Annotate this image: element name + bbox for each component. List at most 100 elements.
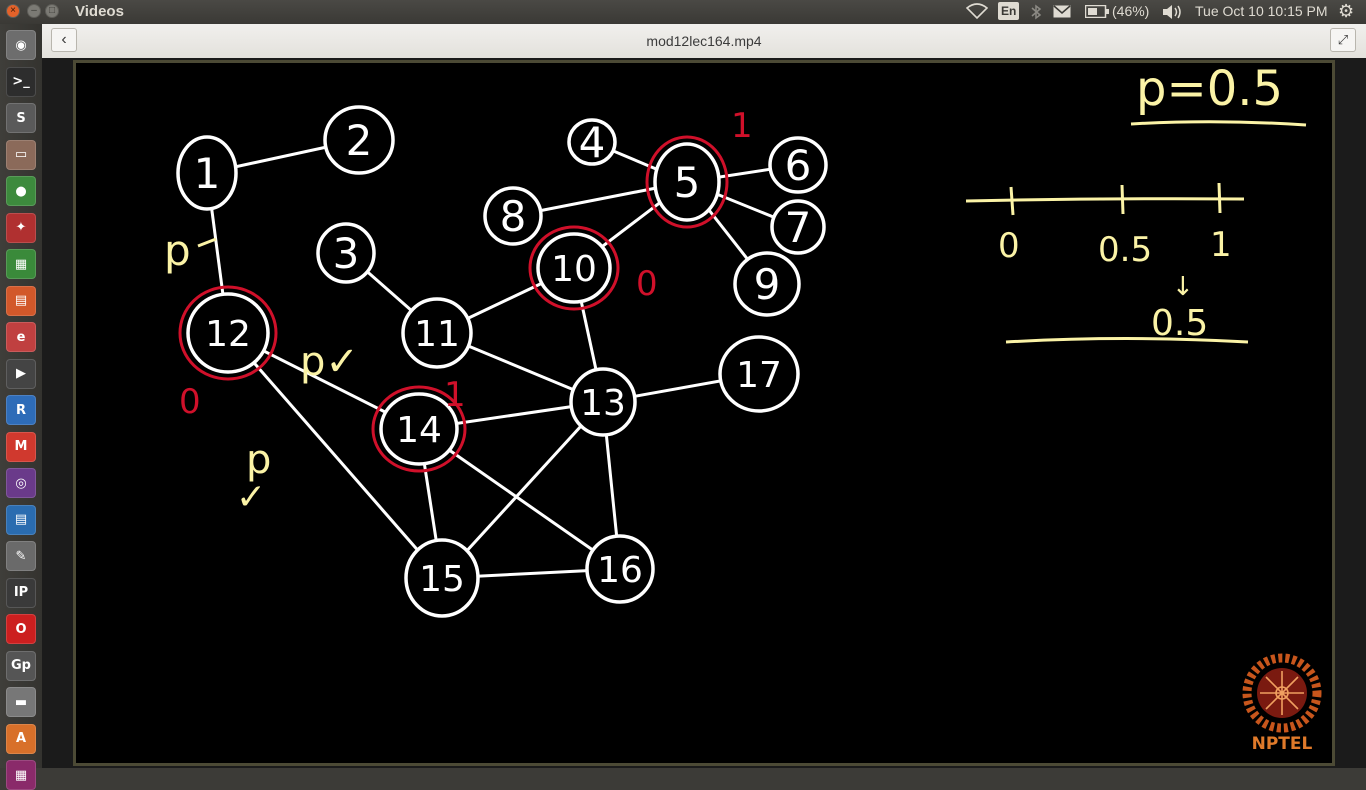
terminal-icon[interactable]: >_ bbox=[6, 66, 36, 97]
battery-icon[interactable] bbox=[1084, 4, 1109, 21]
node-4: 4 bbox=[567, 118, 617, 167]
node-label: 17 bbox=[736, 355, 782, 396]
yellow-mark-3: ✓ bbox=[236, 477, 266, 518]
red-mark-14: 1 bbox=[444, 375, 466, 415]
node-14-red-circle bbox=[371, 385, 467, 473]
node-label: 5 bbox=[674, 158, 701, 207]
node-label: 13 bbox=[580, 383, 626, 424]
node-label: 4 bbox=[579, 118, 606, 167]
maximize-window-button[interactable]: □ bbox=[45, 4, 59, 18]
gmail-icon[interactable]: M bbox=[6, 431, 36, 462]
dash-icon[interactable]: ◉ bbox=[6, 30, 36, 60]
presentation-icon[interactable]: ▤ bbox=[6, 285, 36, 316]
close-window-button[interactable]: × bbox=[6, 4, 20, 18]
tick-label-half: 0.5 bbox=[1098, 230, 1152, 270]
back-button[interactable]: ‹ bbox=[51, 28, 77, 52]
number-line: 0 0.5 1 ↓ 0.5 bbox=[965, 182, 1249, 344]
settings-icon[interactable]: ✦ bbox=[6, 212, 36, 243]
top-panel: × – □ Videos En (46%) Tue Oct 10 10:15 P… bbox=[0, 0, 1366, 24]
node-12-red-circle bbox=[178, 285, 278, 381]
red-mark-5: 1 bbox=[731, 106, 753, 146]
red-mark-12: 0 bbox=[179, 382, 201, 422]
minimize-window-button[interactable]: – bbox=[27, 4, 41, 18]
yellow-mark-1: p✓ bbox=[300, 339, 359, 385]
down-arrow-icon: ↓ bbox=[1172, 272, 1194, 302]
r-icon[interactable]: R bbox=[6, 395, 36, 425]
sublime-icon[interactable]: S bbox=[6, 103, 36, 133]
probability-label: p=0.5 bbox=[1130, 61, 1307, 127]
node-label: 2 bbox=[346, 116, 373, 165]
node-label: 3 bbox=[333, 229, 360, 278]
store-icon[interactable]: A bbox=[6, 723, 36, 754]
node-2: 2 bbox=[323, 105, 395, 175]
node-5: 5 bbox=[645, 135, 729, 229]
fullscreen-button[interactable]: ⤢ bbox=[1330, 28, 1356, 52]
node-label: 6 bbox=[785, 141, 812, 190]
yellow-mark-2: p bbox=[246, 437, 271, 483]
node-8: 8 bbox=[483, 186, 543, 246]
node-label: 1 bbox=[194, 149, 221, 198]
node-16: 16 bbox=[585, 534, 655, 604]
node-13: 13 bbox=[569, 367, 637, 437]
ipython-icon[interactable]: IP bbox=[6, 577, 36, 608]
node-14: 14 bbox=[371, 385, 467, 473]
tick-label-0: 0 bbox=[998, 226, 1020, 266]
yellow-mark-0: p bbox=[164, 226, 191, 275]
node-15: 15 bbox=[404, 538, 480, 618]
bluetooth-icon[interactable] bbox=[1030, 3, 1042, 24]
node-label: 11 bbox=[414, 314, 460, 355]
file-manager-icon[interactable]: ▭ bbox=[6, 139, 36, 170]
edge-13-15 bbox=[440, 400, 605, 580]
node-label: 15 bbox=[419, 559, 465, 600]
pdf-viewer-icon[interactable]: e bbox=[6, 322, 36, 352]
svg-text:NPTEL: NPTEL bbox=[1252, 734, 1313, 754]
gp-icon[interactable]: Gp bbox=[6, 650, 36, 681]
node-label: 12 bbox=[205, 314, 251, 355]
node-10: 10 bbox=[528, 225, 620, 311]
volume-icon[interactable] bbox=[1162, 4, 1184, 23]
clock[interactable]: Tue Oct 10 10:15 PM bbox=[1195, 3, 1328, 19]
node-11: 11 bbox=[401, 297, 473, 369]
misc-icon[interactable]: ▦ bbox=[6, 760, 36, 790]
node-6: 6 bbox=[768, 136, 828, 194]
logo-star-icon bbox=[1260, 671, 1304, 715]
node-label: 7 bbox=[785, 203, 812, 252]
opera-icon[interactable]: O bbox=[6, 614, 36, 644]
video-player-icon[interactable]: ▶ bbox=[6, 358, 36, 389]
video-title: mod12lec164.mp4 bbox=[646, 33, 762, 49]
node-12: 12 bbox=[178, 285, 278, 381]
battery-percent: (46%) bbox=[1112, 3, 1150, 19]
writer-icon[interactable]: ▤ bbox=[6, 504, 36, 535]
mail-icon[interactable] bbox=[1053, 5, 1071, 21]
tick-label-1: 1 bbox=[1210, 225, 1232, 265]
node-5-red-circle bbox=[645, 135, 729, 229]
gear-icon[interactable]: ⚙ bbox=[1338, 1, 1355, 21]
video-header-bar: ‹ mod12lec164.mp4 ⤢ bbox=[42, 24, 1366, 59]
media-icon[interactable]: ◎ bbox=[6, 468, 36, 498]
node-label: 16 bbox=[597, 550, 643, 591]
text-editor-icon[interactable]: ✎ bbox=[6, 541, 36, 571]
nptel-logo: NPTEL bbox=[1242, 653, 1322, 754]
edge-probability-tick bbox=[197, 237, 217, 248]
red-mark-10: 0 bbox=[636, 264, 658, 304]
wifi-icon[interactable] bbox=[965, 2, 989, 23]
node-label: 8 bbox=[500, 192, 527, 241]
edge-12-15 bbox=[226, 332, 444, 579]
app-title: Videos bbox=[75, 3, 124, 20]
node-label: 9 bbox=[754, 260, 781, 309]
node-9: 9 bbox=[733, 251, 801, 317]
node-10-red-circle bbox=[528, 225, 620, 311]
node-3: 3 bbox=[316, 222, 376, 284]
chrome-icon[interactable]: ● bbox=[6, 176, 36, 206]
keyboard-icon[interactable]: En bbox=[998, 2, 1020, 20]
drive-icon[interactable]: ▬ bbox=[6, 687, 36, 717]
spreadsheet-icon[interactable]: ▦ bbox=[6, 249, 36, 279]
node-label: 10 bbox=[551, 249, 597, 290]
node-7: 7 bbox=[770, 199, 826, 255]
node-1: 1 bbox=[176, 135, 238, 211]
